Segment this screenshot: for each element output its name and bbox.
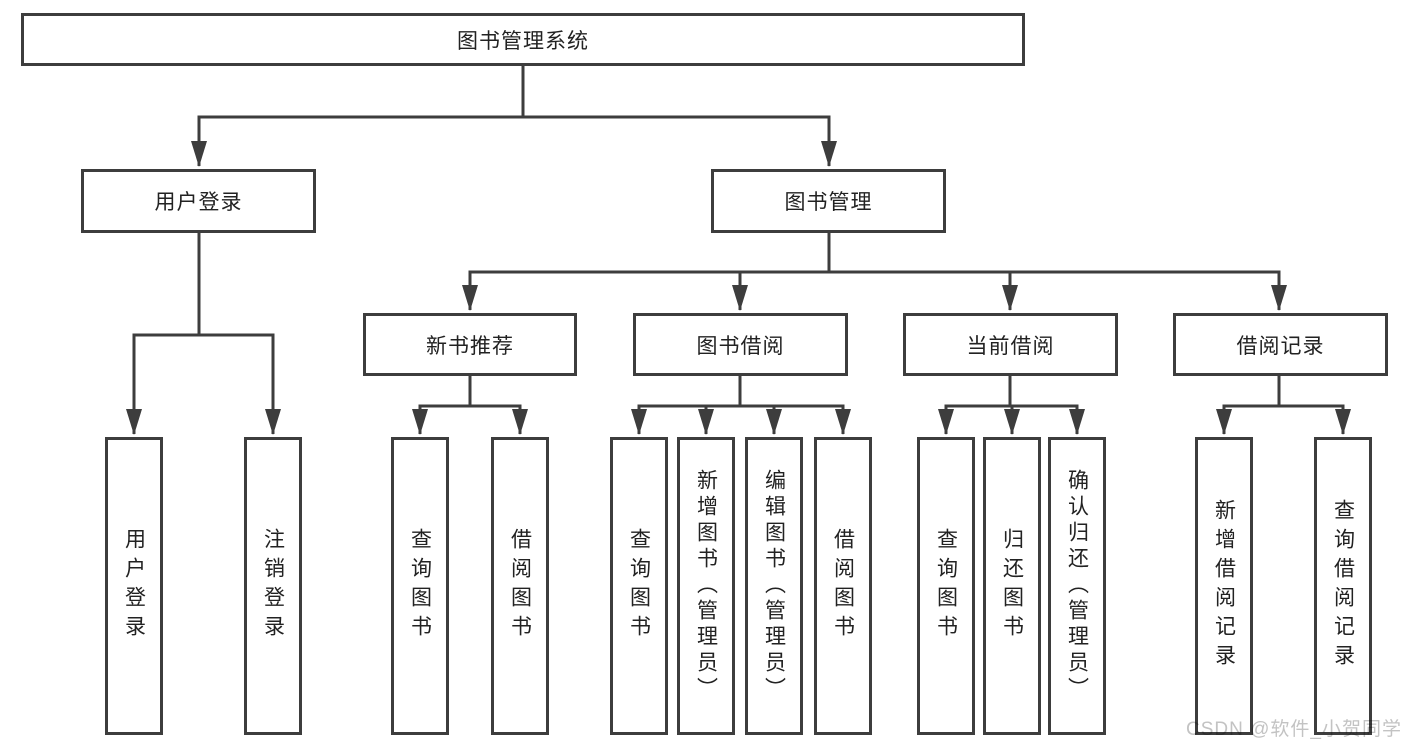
node-book-borrow-label: 图书借阅 [696,334,785,358]
leaf-logout: 注销登录 [244,437,302,735]
leaf-user-login: 用户登录 [105,437,163,735]
leaf-logout-label: 注销登录 [261,528,285,644]
node-borrow-records: 借阅记录 [1173,313,1388,376]
leaf-recommend-query-books: 查询图书 [391,437,449,735]
node-book-management-label: 图书管理 [784,191,873,214]
watermark: CSDN @软件_小贺同学 [1186,719,1402,740]
leaf-confirm-return-admin: 确认归还（管理员） [1048,437,1106,735]
leaf-borrow-borrow-books-label: 借阅图书 [831,528,855,644]
leaf-recommend-query-books-label: 查询图书 [408,528,432,644]
node-user-login-label: 用户登录 [154,191,243,214]
leaf-query-borrow-record: 查询借阅记录 [1314,437,1372,735]
leaf-add-borrow-record: 新增借阅记录 [1195,437,1253,735]
node-user-login: 用户登录 [81,169,316,233]
leaf-user-login-label: 用户登录 [122,528,146,644]
node-root: 图书管理系统 [21,13,1025,66]
node-book-borrow: 图书借阅 [633,313,848,376]
node-book-management: 图书管理 [711,169,946,233]
leaf-recommend-borrow-books: 借阅图书 [491,437,549,735]
leaf-confirm-return-admin-label: 确认归还（管理员） [1065,469,1089,703]
leaf-add-book-admin-label: 新增图书（管理员） [694,469,718,703]
leaf-query-borrow-record-label: 查询借阅记录 [1331,499,1355,673]
node-new-book-recommend: 新书推荐 [363,313,577,376]
leaf-borrow-borrow-books: 借阅图书 [814,437,872,735]
node-current-borrow-label: 当前借阅 [966,334,1055,358]
node-borrow-records-label: 借阅记录 [1236,334,1325,358]
leaf-borrow-query-books-label: 查询图书 [627,528,651,644]
node-current-borrow: 当前借阅 [903,313,1118,376]
leaf-return-book-label: 归还图书 [1000,528,1024,644]
leaf-current-query-books-label: 查询图书 [934,528,958,644]
leaf-recommend-borrow-books-label: 借阅图书 [508,528,532,644]
leaf-borrow-query-books: 查询图书 [610,437,668,735]
leaf-add-book-admin: 新增图书（管理员） [677,437,735,735]
node-root-label: 图书管理系统 [457,29,589,53]
leaf-edit-book-admin-label: 编辑图书（管理员） [762,469,786,703]
leaf-edit-book-admin: 编辑图书（管理员） [745,437,803,735]
node-new-book-recommend-label: 新书推荐 [426,334,514,358]
leaf-return-book: 归还图书 [983,437,1041,735]
leaf-current-query-books: 查询图书 [917,437,975,735]
leaf-add-borrow-record-label: 新增借阅记录 [1212,499,1236,673]
